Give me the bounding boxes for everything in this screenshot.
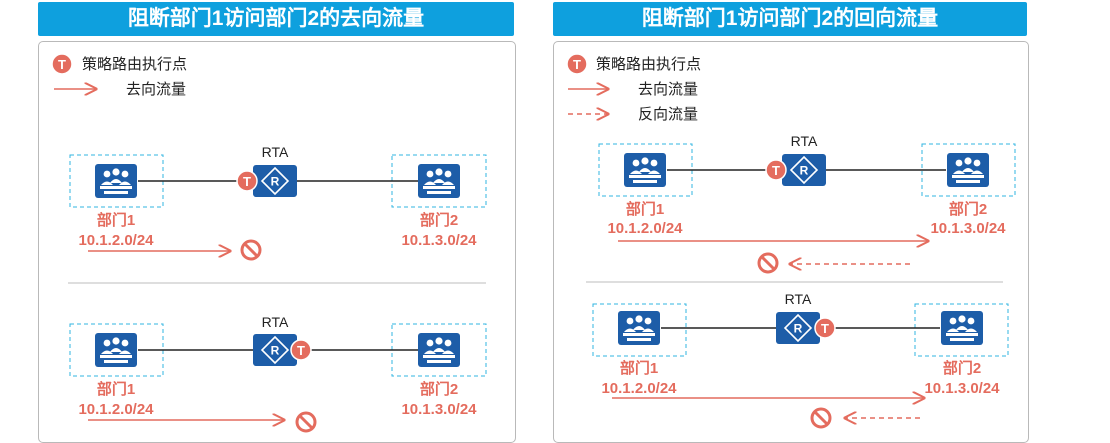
user-group-icon — [418, 333, 460, 367]
legend-policy-label: 策略路由执行点 — [82, 56, 187, 73]
user-group-icon — [95, 164, 137, 198]
left-bottom-scenario: RTA 部门1 10.1.2.0/24 部门2 10.1.3.0/24 — [69, 314, 487, 433]
left-top-scenario: RTA 部门1 10.1.2.0/24 部门2 10.1.3.0/24 — [69, 144, 487, 261]
user-group-icon — [418, 164, 460, 198]
blocked-icon — [295, 411, 317, 433]
right-panel-title: 阻断部门1访问部门2的回向流量 — [553, 2, 1027, 36]
dept1-name: 部门1 — [626, 200, 664, 218]
blocked-icon — [757, 252, 779, 274]
dept1-ip: 10.1.2.0/24 — [601, 380, 677, 397]
dept2-name: 部门2 — [949, 200, 987, 218]
dept1-box — [592, 303, 687, 357]
legend-left: 策略路由执行点 去向流量 — [51, 53, 187, 98]
dept2-ip: 10.1.3.0/24 — [401, 401, 477, 418]
user-group-icon — [95, 333, 137, 367]
router-icon — [252, 164, 298, 198]
dept2-name: 部门2 — [943, 359, 981, 377]
router-label: RTA — [262, 144, 289, 160]
user-group-icon — [618, 311, 660, 345]
policy-point-icon — [814, 317, 836, 339]
blocked-icon — [240, 239, 262, 261]
dept2-ip: 10.1.3.0/24 — [401, 232, 477, 249]
router-icon — [775, 311, 821, 345]
user-group-icon — [624, 153, 666, 187]
legend-right: 策略路由执行点 去向流量 反向流量 — [566, 53, 701, 123]
router-icon — [781, 153, 827, 187]
policy-point-icon — [51, 53, 73, 75]
dept2-name: 部门2 — [420, 380, 458, 398]
left-panel-title: 阻断部门1访问部门2的去向流量 — [38, 2, 514, 36]
dept2-box — [921, 143, 1016, 197]
right-bottom-scenario: RTA 部门1 10.1.2.0/24 部门2 10.1.3.0/24 — [592, 291, 1009, 429]
right-panel — [553, 41, 1029, 443]
dept2-box — [914, 303, 1009, 357]
legend-policy-label: 策略路由执行点 — [596, 56, 701, 73]
dept2-ip: 10.1.3.0/24 — [930, 220, 1006, 237]
legend-reverse-label: 反向流量 — [638, 106, 698, 123]
router-label: RTA — [791, 133, 818, 149]
user-group-icon — [947, 153, 989, 187]
dept1-name: 部门1 — [97, 380, 135, 398]
dept2-ip: 10.1.3.0/24 — [924, 380, 1000, 397]
dept1-ip: 10.1.2.0/24 — [607, 220, 683, 237]
dept1-ip: 10.1.2.0/24 — [78, 401, 154, 418]
router-label: RTA — [785, 291, 812, 307]
policy-point-icon — [765, 159, 787, 181]
dept1-ip: 10.1.2.0/24 — [78, 232, 154, 249]
user-group-icon — [941, 311, 983, 345]
legend-forward-label: 去向流量 — [126, 81, 186, 98]
policy-point-icon — [290, 339, 312, 361]
router-label: RTA — [262, 314, 289, 330]
policy-point-icon — [566, 53, 588, 75]
legend-forward-label: 去向流量 — [638, 81, 698, 98]
right-top-scenario: RTA 部门1 10.1.2.0/24 部门2 10.1.3.0/24 — [598, 133, 1016, 274]
policy-point-icon — [236, 170, 258, 192]
dept1-name: 部门1 — [97, 211, 135, 229]
dept1-name: 部门1 — [620, 359, 658, 377]
blocked-icon — [810, 407, 832, 429]
dept2-name: 部门2 — [420, 211, 458, 229]
